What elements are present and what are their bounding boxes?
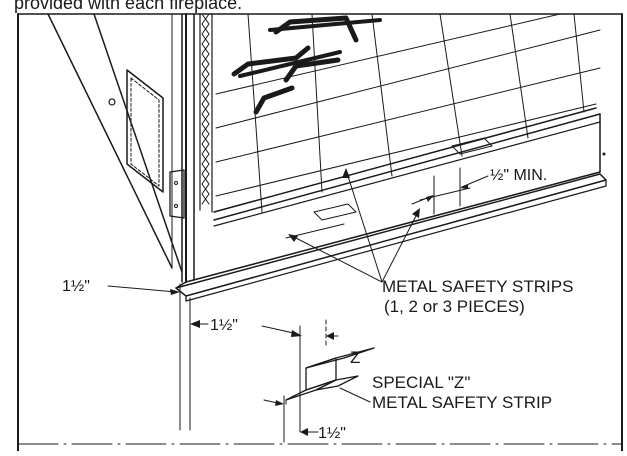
fireplace-grate — [231, 15, 382, 115]
left-dimension-label: 1½" — [62, 278, 90, 295]
metal-safety-strip-label: METAL SAFETY STRIP — [372, 393, 552, 412]
caption-text: provided with each fireplace. — [14, 0, 242, 13]
special-z-label: SPECIAL "Z" — [372, 373, 470, 392]
special-z-strip: Z — [285, 347, 375, 405]
bottom-dimension-label: 1½" — [318, 425, 346, 442]
strip-leaders — [288, 168, 420, 283]
bottom-dimension: 1½" — [263, 395, 346, 443]
middle-dimension-label: 1½" — [210, 317, 238, 334]
half-inch-min-label: ½" MIN. — [490, 167, 547, 184]
z-letter: Z — [350, 348, 360, 367]
middle-dimension: 1½" — [210, 317, 339, 433]
left-dimension: 1½" — [62, 278, 209, 431]
metal-safety-strips-label: METAL SAFETY STRIPS — [382, 277, 573, 296]
z-leader — [339, 387, 371, 403]
figure-frame — [17, 13, 623, 452]
pieces-label: (1, 2 or 3 PIECES) — [384, 297, 525, 316]
half-inch-min-dimension: ½" MIN. — [411, 152, 606, 215]
fireplace-front — [185, 13, 601, 283]
fireplace-side-wall — [47, 13, 185, 283]
